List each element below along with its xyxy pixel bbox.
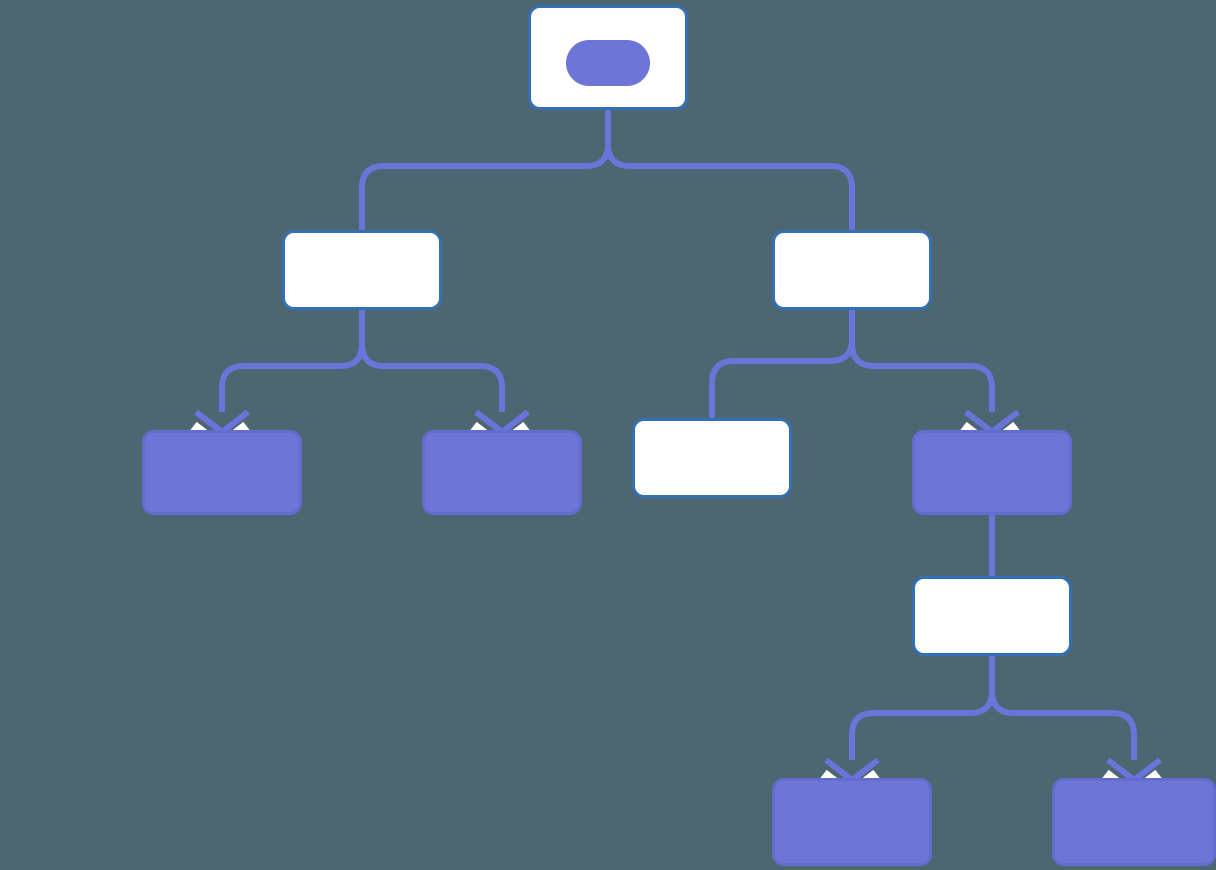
edge-e8 bbox=[989, 656, 1137, 760]
edge-e1 bbox=[605, 110, 855, 230]
edge-e2 bbox=[219, 310, 365, 412]
tree-node-n3[interactable] bbox=[142, 430, 302, 515]
tree-node-n4[interactable] bbox=[422, 430, 582, 515]
tree-node-n9[interactable] bbox=[1052, 778, 1216, 866]
edge-e5 bbox=[849, 310, 995, 412]
tree-node-n8[interactable] bbox=[772, 778, 932, 866]
arrowhead-chevron-back bbox=[964, 409, 1020, 436]
tree-node-n6[interactable] bbox=[912, 430, 1072, 515]
tree-node-n1[interactable] bbox=[282, 230, 442, 310]
tree-node-n5[interactable] bbox=[632, 418, 792, 498]
edge-e0 bbox=[359, 110, 611, 230]
edge-e7 bbox=[849, 656, 995, 760]
tree-node-n2[interactable] bbox=[772, 230, 932, 310]
tree-node-n0[interactable] bbox=[528, 5, 688, 110]
node-badge-pill bbox=[566, 40, 650, 86]
tree-node-n7[interactable] bbox=[912, 576, 1072, 656]
arrowhead-chevron-back bbox=[1106, 757, 1162, 784]
arrowhead-chevron-back bbox=[194, 409, 250, 436]
arrowhead-chevron-back bbox=[474, 409, 530, 436]
edge-e3 bbox=[359, 310, 505, 412]
edge-e4 bbox=[709, 310, 855, 418]
arrowhead-chevron-back bbox=[824, 757, 880, 784]
